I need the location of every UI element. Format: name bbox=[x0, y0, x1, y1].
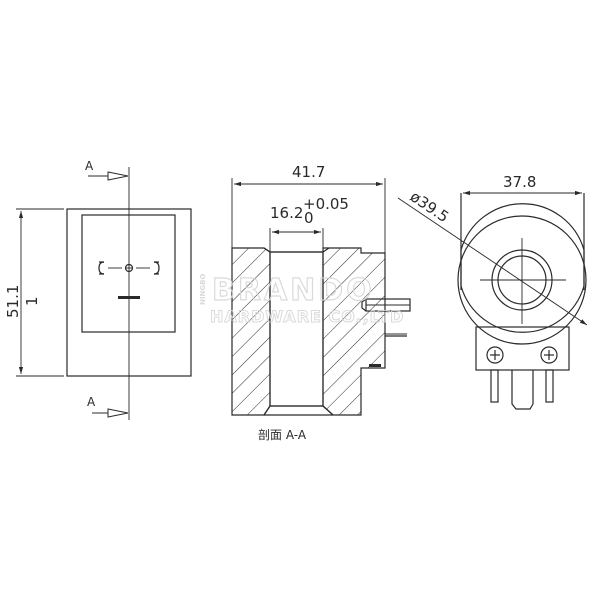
connector-pin-icon bbox=[98, 261, 160, 299]
bore-tolerance-upper: +0.05 bbox=[303, 195, 349, 213]
diameter-dimension: ø39.5 bbox=[397, 187, 588, 326]
bore-tolerance-lower: 0 bbox=[304, 209, 314, 227]
terminal-pin-left bbox=[490, 369, 499, 403]
side-view: 37.8 ø39.5 bbox=[397, 173, 588, 410]
terminal-pin bbox=[361, 298, 411, 367]
width-dimension: 37.8 bbox=[463, 173, 582, 196]
height-dimension-value: 51.1 bbox=[4, 285, 22, 318]
front-inner-plate bbox=[81, 214, 176, 333]
section-arrow-bottom: A bbox=[87, 395, 129, 418]
section-caption: 剖面 A-A bbox=[258, 428, 307, 442]
overall-width-dimension: 41.7 bbox=[231, 163, 386, 253]
bore-dimension: 16.2 +0.05 0 bbox=[270, 195, 349, 235]
height-dimension: 51.1 1 bbox=[4, 208, 64, 377]
coil-outer-circle bbox=[457, 215, 587, 345]
screw-icon bbox=[486, 346, 504, 364]
screw-icon bbox=[540, 346, 558, 364]
diameter-dimension-value: ø39.5 bbox=[407, 187, 452, 226]
front-view: A A 51.1 1 bbox=[4, 159, 192, 420]
side-body-outline bbox=[460, 203, 585, 333]
section-marker-bottom: A bbox=[87, 395, 96, 409]
overall-width-value: 41.7 bbox=[292, 163, 325, 181]
width-dimension-value: 37.8 bbox=[503, 173, 536, 191]
height-dimension-sub: 1 bbox=[23, 296, 41, 306]
watermark-city: NINGBO bbox=[199, 274, 207, 305]
watermark-brand: BRANDO bbox=[212, 273, 375, 308]
mounting-plate bbox=[475, 326, 570, 371]
ground-pin bbox=[511, 370, 534, 410]
watermark-company: HARDWARE CO.,LTD bbox=[210, 307, 404, 326]
section-marker-top: A bbox=[85, 159, 94, 173]
terminal-pin-right bbox=[545, 369, 554, 403]
section-view: 41.7 16.2 +0.05 0 剖面 A-A bbox=[231, 163, 411, 442]
bore-diameter-value: 16.2 bbox=[270, 204, 303, 222]
watermark: NINGBO BRANDO HARDWARE CO.,LTD bbox=[199, 272, 404, 326]
section-arrow-top: A bbox=[85, 159, 129, 181]
